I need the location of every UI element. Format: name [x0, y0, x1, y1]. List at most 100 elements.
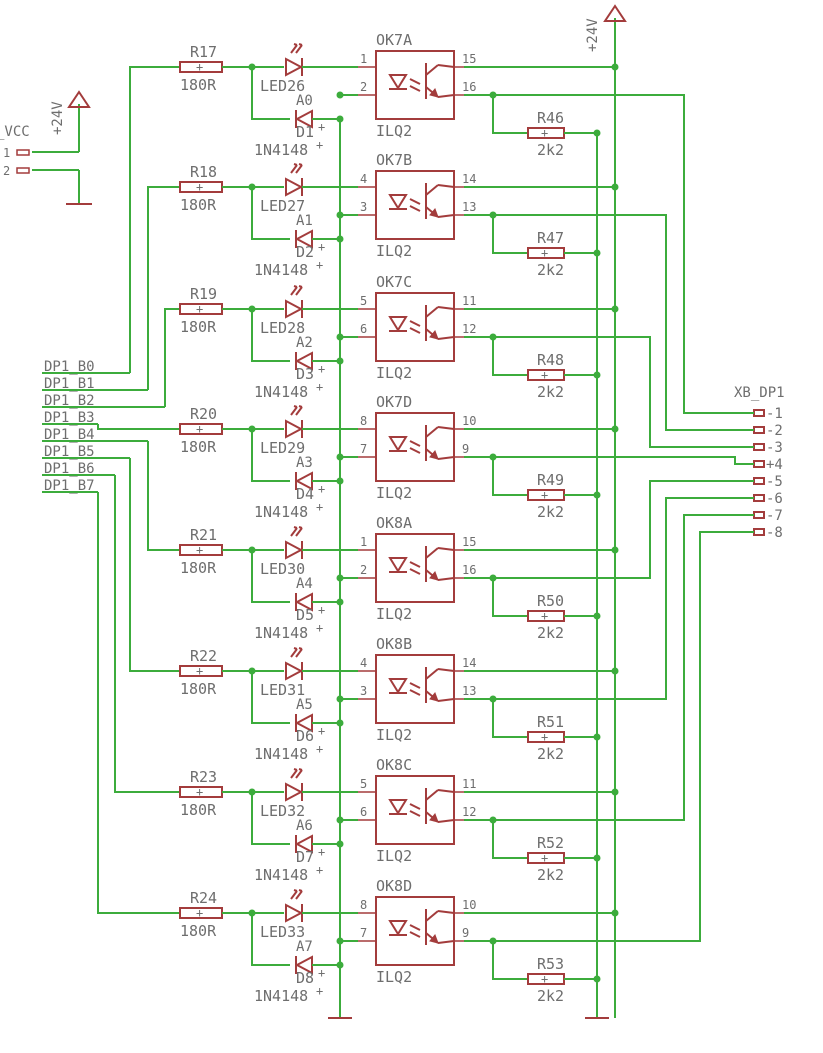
resistor-plus-mark: +	[196, 60, 203, 74]
wire-to-diode	[251, 67, 290, 120]
opto-pin-number: 12	[462, 322, 476, 336]
optocoupler-value: ILQ2	[376, 605, 412, 623]
optocoupler-refdes: OK8A	[376, 514, 412, 532]
resistor-plus-mark: +	[196, 302, 203, 316]
pulldown-wire	[492, 337, 528, 376]
diode-value: 1N4148	[254, 261, 308, 279]
resistor-plus-mark: +	[541, 126, 548, 140]
connector-pin-label: -3	[766, 440, 783, 456]
optocoupler-refdes: OK8D	[376, 877, 412, 895]
address-label: A1	[296, 213, 313, 229]
emitter-lead	[437, 819, 455, 823]
collector-lead	[437, 426, 455, 430]
optocoupler-refdes: OK7B	[376, 151, 412, 169]
bus-net-label: DP1_B1	[44, 376, 95, 392]
junction-dot	[336, 961, 344, 969]
emitter-wire	[464, 497, 754, 700]
opto-pin-number: 10	[462, 898, 476, 912]
opto-pin-number: 1	[360, 535, 367, 549]
light-arrow-icon	[409, 440, 421, 454]
resistor-refdes: R18	[190, 163, 217, 181]
input-wire	[114, 475, 180, 793]
optocoupler-refdes: OK7A	[376, 31, 412, 49]
led-refdes: LED27	[260, 197, 305, 215]
wire-to-diode	[251, 913, 290, 966]
junction-dot	[336, 598, 344, 606]
transistor-collector	[425, 426, 439, 438]
opto-pin-number: 8	[360, 898, 367, 912]
vcc-header-pin2: 2	[3, 164, 10, 178]
diode-refdes: D3	[296, 365, 314, 383]
opto-led-icon	[388, 74, 408, 90]
wire-to-diode	[251, 792, 290, 845]
opto-pin-number: 16	[462, 563, 476, 577]
diode-plus-mark: +	[318, 482, 325, 496]
connector-pin-label: -7	[766, 508, 783, 524]
vcc-header: _VCC 1 2	[0, 124, 92, 205]
opto-pin-number: 15	[462, 535, 476, 549]
resistor-plus-mark: +	[541, 488, 548, 502]
transistor-arrow-icon	[429, 571, 439, 581]
opto-pin-number: 3	[360, 200, 367, 214]
optocoupler-value: ILQ2	[376, 847, 412, 865]
transistor-collector	[425, 306, 439, 318]
emitter-lead	[437, 214, 455, 218]
connector-pin	[753, 494, 765, 502]
opto-pin-number: 6	[360, 805, 367, 819]
address-label: A5	[296, 697, 313, 713]
led-light-icon	[290, 285, 303, 296]
junction-dot	[611, 183, 619, 191]
address-label: A2	[296, 335, 313, 351]
opto-pin-number: 4	[360, 656, 367, 670]
led-refdes: LED32	[260, 802, 305, 820]
address-label: A4	[296, 576, 313, 592]
transistor-arrow-icon	[429, 692, 439, 702]
led-icon	[285, 299, 304, 319]
resistor-plus-mark: +	[541, 851, 548, 865]
junction-dot	[593, 612, 601, 620]
junction-dot	[611, 909, 619, 917]
collector-lead	[437, 64, 455, 68]
wire-to-diode	[251, 429, 290, 482]
bus-net-label: DP1_B5	[44, 444, 95, 460]
pulldown-wire	[492, 457, 528, 496]
diode-value: 1N4148	[254, 383, 308, 401]
opto-pin-number: 13	[462, 200, 476, 214]
wire-to-diode	[251, 187, 290, 240]
light-arrow-icon	[409, 320, 421, 334]
diode-plus-mark: +	[316, 984, 323, 998]
resistor-refdes: R22	[190, 647, 217, 665]
resistor-value: 180R	[180, 76, 217, 94]
input-wire	[164, 308, 180, 407]
junction-dot	[336, 235, 344, 243]
junction-dot	[336, 840, 344, 848]
optocoupler-value: ILQ2	[376, 122, 412, 140]
diode-plus-mark: +	[318, 120, 325, 134]
pulldown-value: 2k2	[537, 987, 564, 1005]
diode-plus-mark: +	[316, 380, 323, 394]
optocoupler-value: ILQ2	[376, 364, 412, 382]
optocoupler-body	[375, 170, 455, 240]
emitter-lead	[437, 94, 455, 98]
opto-pin-number: 2	[360, 80, 367, 94]
led-icon	[285, 540, 304, 560]
diode-plus-mark: +	[316, 258, 323, 272]
diode-value: 1N4148	[254, 141, 308, 159]
connector-pin	[753, 477, 765, 485]
diode-plus-mark: +	[316, 863, 323, 877]
led-refdes: LED30	[260, 560, 305, 578]
emitter-wire	[464, 94, 754, 414]
opto-led-icon	[388, 194, 408, 210]
led-icon	[285, 419, 304, 439]
junction-dot	[336, 211, 344, 219]
resistor-value: 180R	[180, 801, 217, 819]
resistor-plus-mark: +	[196, 906, 203, 920]
connector-pin-label: -5	[766, 474, 783, 490]
bus-net-label: DP1_B7	[44, 478, 95, 494]
diode-plus-mark: +	[318, 724, 325, 738]
led-light-icon	[290, 405, 303, 416]
pulldown-wire	[492, 699, 528, 738]
junction-dot	[336, 453, 344, 461]
